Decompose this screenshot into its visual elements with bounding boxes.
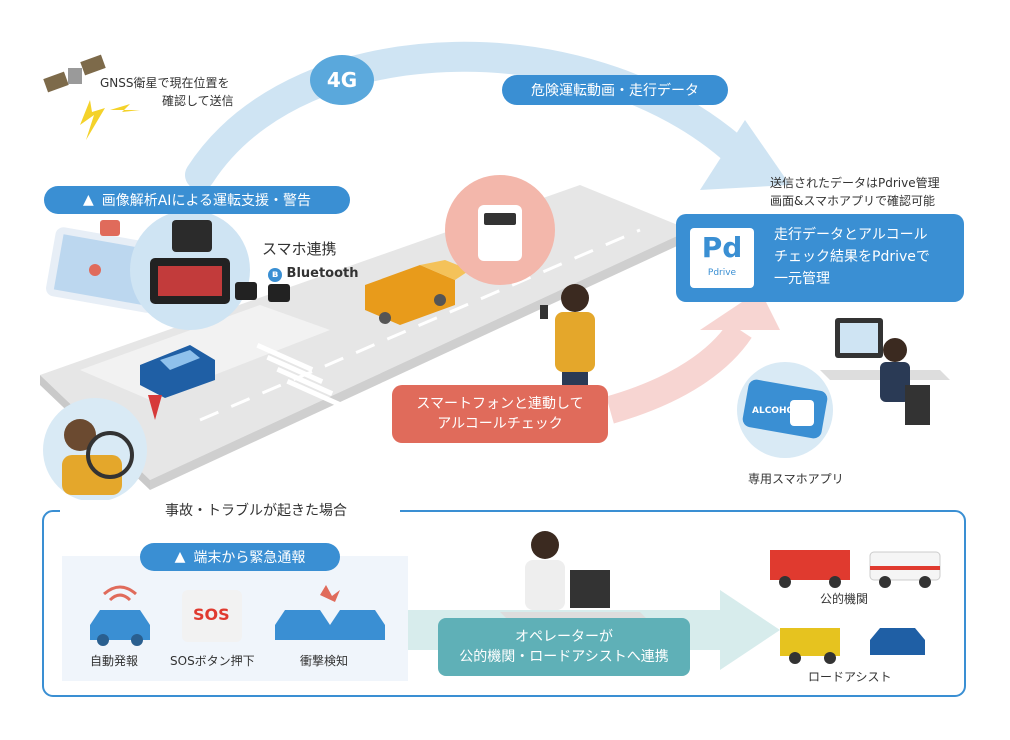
ambulance-icon — [869, 551, 941, 588]
fire-truck-icon — [770, 550, 850, 588]
pdrive-caption: 送信されたデータはPdrive管理 画面&スマホアプリで確認可能 — [770, 176, 940, 208]
satellite-caption: GNSS衛星で現在位置を 確認して送信 — [100, 76, 234, 108]
dashcam-icon — [150, 220, 290, 304]
app-caption: 専用スマホアプリ — [748, 472, 844, 486]
emergency-banner: ▲ 端末から緊急通報 — [140, 543, 340, 571]
collision-icon — [275, 585, 385, 640]
satellite-icon — [43, 54, 140, 140]
app-card-label: ALCOHOL — [752, 406, 800, 416]
operator-icon — [500, 531, 650, 622]
sos-button-icon — [182, 590, 242, 642]
pdrive-panel: Pd Pdrive 走行データとアルコール チェック結果をPdriveで 一元管… — [676, 214, 964, 302]
road-assist-label: ロードアシスト — [808, 670, 892, 684]
bluetooth-label: ʙ Bluetooth — [268, 265, 359, 283]
incident-section-border — [42, 510, 966, 697]
smartphone-link-label: スマホ連携 — [262, 240, 337, 258]
impact-detect-label: 衝撃検知 — [300, 654, 349, 668]
crosswalk — [256, 342, 344, 408]
alert-icon — [148, 395, 162, 420]
auto-alert-car-icon — [90, 585, 150, 646]
emergency-banner-label: 端末から緊急通報 — [193, 550, 306, 566]
warning-icon: ▲ — [82, 192, 94, 208]
ai-banner: ▲ 画像解析AIによる運転支援・警告 — [44, 186, 350, 214]
bluetooth-icon: ʙ — [268, 268, 282, 282]
public-agency-label: 公的機関 — [820, 592, 869, 606]
office-worker-icon — [820, 318, 950, 425]
sos-button-label: SOSボタン押下 — [170, 654, 255, 668]
warning-icon: ▲ — [174, 549, 186, 565]
alcohol-flow-arrow — [606, 321, 752, 424]
sos-label: SOS — [193, 605, 230, 624]
incident-section-title: 事故・トラブルが起きた場合 — [165, 503, 347, 519]
data-flow-arrow — [185, 41, 760, 190]
operator-panel: オペレーターが 公的機関・ロードアシストへ連携 — [438, 618, 690, 676]
person-icon — [540, 284, 595, 392]
pdrive-logo: Pd Pdrive — [690, 228, 754, 288]
car-icon — [140, 345, 215, 398]
ai-banner-label: 画像解析AIによる運転支援・警告 — [101, 193, 312, 209]
data-flow-arrow-head — [700, 120, 790, 190]
network-badge: 4G — [310, 55, 374, 105]
auto-alert-label: 自動発報 — [90, 654, 139, 668]
truck-icon — [365, 260, 470, 325]
flow-label: 危険運転動画・走行データ — [502, 75, 728, 105]
pdrive-panel-text: 走行データとアルコール チェック結果をPdriveで 一元管理 — [774, 227, 930, 287]
tow-truck-icon — [780, 628, 925, 664]
alcohol-check-panel: スマートフォンと連動して アルコールチェック — [392, 385, 608, 443]
